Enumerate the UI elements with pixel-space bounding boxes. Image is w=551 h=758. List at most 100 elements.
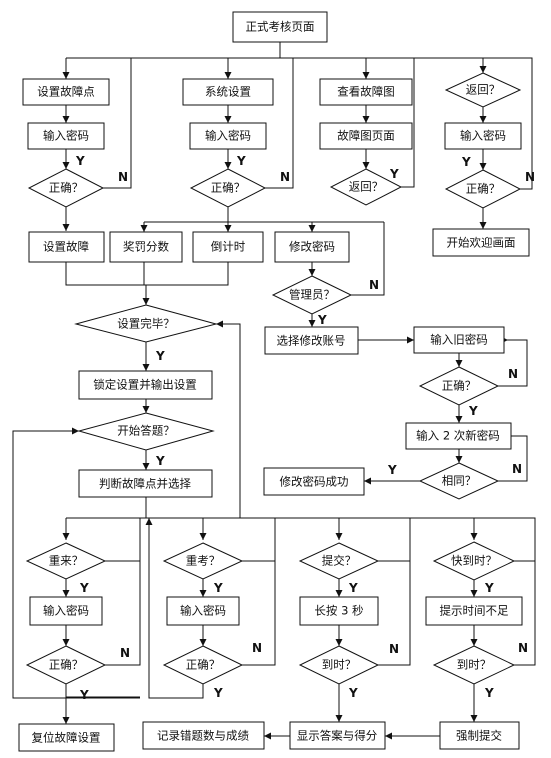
nodes: 正式考核页面 设置故障点 系统设置 查看故障图 返回？ 输入密码 输入密码 故障…: [18, 11, 530, 752]
no-label: N: [280, 170, 290, 184]
node-password-change-success: [263, 467, 365, 496]
node-show-answers: [289, 721, 386, 750]
node-formal-exam-page-label: 正式考核页面: [246, 20, 315, 34]
yes-label: Y: [484, 686, 494, 700]
yes-label: Y: [389, 167, 399, 181]
node-password-3: [444, 122, 522, 150]
yes-label: Y: [348, 581, 358, 595]
node-fault-diagram-page-label: 故障图页面: [337, 129, 395, 143]
yes-label: Y: [75, 154, 85, 168]
decision-correct-2-label: 正确？: [211, 181, 246, 195]
node-set-fault-point-label: 设置故障点: [37, 85, 95, 99]
node-input-new-password-twice: [405, 422, 512, 450]
node-reward-penalty-label: 奖罚分数: [123, 240, 169, 254]
node-input-old-password: [413, 326, 505, 354]
decision-correct-6-label: 正确？: [186, 658, 221, 672]
node-record-errors: [142, 721, 265, 750]
decision-settings-done-label: 设置完毕？: [117, 317, 175, 331]
node-time-insufficient-label: 提示时间不足: [440, 604, 509, 618]
decision-settings-done: [74, 304, 218, 343]
yes-label: Y: [213, 581, 223, 595]
node-password-1: [27, 122, 105, 150]
no-label: N: [118, 170, 128, 184]
decision-admin: [271, 275, 353, 315]
node-input-old-password-label: 输入旧密码: [430, 333, 488, 347]
no-label: N: [518, 641, 528, 655]
node-reset-fault: [18, 723, 115, 752]
node-select-account-label: 选择修改账号: [277, 334, 346, 348]
decision-correct-4: [418, 366, 500, 406]
decision-return-2: [329, 168, 403, 206]
node-record-errors-label: 记录错题数与成绩: [157, 729, 249, 743]
decision-correct-5: [25, 645, 107, 685]
decision-time-up-1-label: 到时？: [322, 658, 357, 672]
decision-time-up-2: [432, 645, 516, 685]
decision-correct-3: [444, 169, 522, 209]
node-formal-exam-page: [232, 11, 328, 43]
decision-time-almost-up-label: 快到时？: [451, 554, 497, 568]
node-select-account: [264, 326, 359, 355]
node-password-1-label: 输入密码: [43, 129, 89, 143]
yes-label: Y: [236, 154, 246, 168]
yes-label: Y: [317, 313, 327, 327]
decision-correct-5-label: 正确？: [49, 658, 84, 672]
node-set-fault: [28, 231, 105, 263]
decision-time-up-2-label: 到时？: [457, 658, 492, 672]
no-label: N: [512, 462, 522, 476]
node-password-3-label: 输入密码: [460, 129, 506, 143]
decision-same: [418, 462, 500, 500]
yes-label: Y: [387, 463, 397, 477]
node-system-settings-label: 系统设置: [205, 85, 251, 99]
node-change-password-label: 修改密码: [289, 240, 335, 254]
node-start-welcome: [432, 228, 530, 257]
yes-label: Y: [79, 688, 89, 702]
decision-correct-3-label: 正确？: [466, 182, 501, 196]
decision-correct-4-label: 正确？: [442, 379, 477, 393]
decision-correct-2: [189, 168, 267, 208]
node-input-new-password-twice-label: 输入 2 次新密码: [416, 429, 500, 443]
node-password-5: [166, 596, 240, 626]
yes-label: Y: [468, 404, 478, 418]
decision-return-top-label: 返回？: [466, 83, 501, 97]
decision-submit-label: 提交？: [322, 554, 357, 568]
decision-correct-1-label: 正确？: [49, 181, 84, 195]
yes-label: Y: [155, 454, 165, 468]
node-countdown-label: 倒计时: [211, 240, 246, 254]
decision-same-label: 相同？: [442, 474, 477, 488]
node-set-fault-point: [22, 78, 110, 106]
yes-label: Y: [79, 581, 89, 595]
decision-admin-label: 管理员？: [289, 288, 335, 302]
node-fault-diagram-page: [319, 122, 413, 150]
no-label: N: [120, 646, 130, 660]
edges: [12, 42, 536, 740]
node-view-fault-diagram-label: 查看故障图: [337, 85, 395, 99]
node-judge-and-select: [78, 469, 213, 498]
node-password-4: [29, 596, 103, 626]
decision-time-up-1: [298, 645, 380, 685]
yes-label: Y: [348, 686, 358, 700]
decision-submit: [298, 542, 380, 580]
node-system-settings: [182, 78, 274, 106]
decision-correct-1: [27, 168, 105, 208]
node-long-press: [299, 596, 379, 626]
node-lock-and-output-label: 锁定设置并输出设置: [93, 378, 197, 392]
node-long-press-label: 长按 3 秒: [314, 604, 363, 618]
decision-retake: [162, 542, 244, 580]
node-countdown: [192, 231, 264, 263]
decision-start-answering: [77, 412, 215, 451]
decision-redo-label: 重来？: [49, 554, 84, 568]
node-force-submit: [439, 721, 520, 750]
node-lock-and-output: [78, 370, 213, 400]
node-password-change-success-label: 修改密码成功: [280, 475, 349, 489]
node-view-fault-diagram: [319, 78, 413, 106]
yes-label: Y: [213, 686, 223, 700]
yes-label: Y: [484, 581, 494, 595]
decision-correct-6: [162, 645, 244, 685]
node-judge-and-select-label: 判断故障点并选择: [99, 477, 191, 491]
node-password-2-label: 输入密码: [205, 129, 251, 143]
yes-label: Y: [461, 155, 471, 169]
node-start-welcome-label: 开始欢迎画面: [447, 236, 516, 250]
node-force-submit-label: 强制提交: [456, 729, 502, 743]
node-show-answers-label: 显示答案与得分: [297, 729, 378, 743]
